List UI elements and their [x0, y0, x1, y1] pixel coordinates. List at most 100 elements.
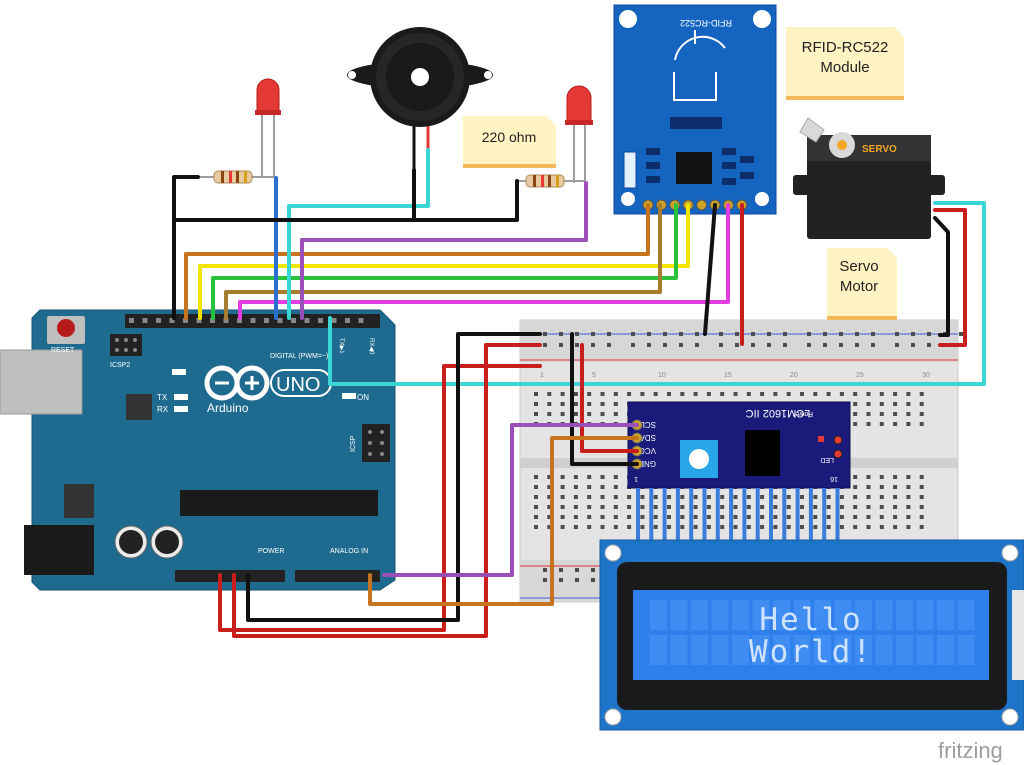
digital-pin: [291, 318, 296, 323]
bb-rail-hole: [559, 343, 563, 347]
analog-label: ANALOG IN: [330, 548, 368, 555]
i2c-backpack-module[interactable]: LCM1602 IIC Power LED SCL SDA VCC GND 1 …: [627, 401, 851, 489]
reset-label: RESET: [51, 347, 75, 354]
bb-hole: [720, 515, 725, 519]
bb-rail-hole: [543, 332, 547, 336]
bb-hole: [693, 505, 698, 509]
bb-hole: [826, 495, 831, 499]
lcd-cell: [916, 600, 934, 630]
digital-pin: [318, 318, 323, 323]
bb-rail-hole: [559, 568, 563, 572]
bb-hole: [680, 505, 685, 509]
bb-hole: [760, 505, 765, 509]
bb-hole: [906, 485, 911, 489]
wire-i2c-sda: [368, 436, 639, 606]
digital-pin: [183, 318, 188, 323]
rx-led-label: RX: [157, 405, 169, 414]
bb-hole: [600, 505, 605, 509]
lcd-cell: [896, 635, 913, 665]
i2c-pin-gnd: GND: [638, 459, 656, 468]
usb-port: [0, 349, 83, 415]
bb-hole: [560, 505, 565, 509]
led-right: [565, 85, 593, 183]
bb-hole: [693, 495, 698, 499]
bb-hole: [906, 475, 911, 479]
bb-hole: [613, 505, 618, 509]
bb-hole: [906, 525, 911, 529]
bb-hole: [680, 392, 685, 396]
bb-hole: [746, 515, 751, 519]
bb-rail-hole: [663, 332, 667, 336]
bb-rail-hole: [807, 343, 811, 347]
bb-hole: [547, 505, 552, 509]
lcd-cell: [670, 635, 688, 665]
bb-rail-hole: [695, 343, 699, 347]
servo-motor[interactable]: SERVO: [793, 117, 945, 239]
bb-hole: [653, 392, 658, 396]
bb-hole: [653, 515, 658, 519]
bb-hole: [906, 515, 911, 519]
bb-hole: [839, 525, 844, 529]
lcd-cell: [814, 635, 831, 665]
rfid-rc522-module[interactable]: RFID-RC522: [613, 4, 777, 215]
icsp-header: [362, 424, 390, 462]
bb-col-1: 1: [540, 372, 544, 379]
bb-hole: [534, 402, 538, 406]
i2c-pin-16-label: 16: [830, 475, 838, 482]
bb-rail-hole: [591, 332, 595, 336]
bb-hole: [786, 525, 791, 529]
bb-hole: [919, 392, 924, 396]
note-resistor: 220 ohm: [463, 116, 556, 168]
bb-rail-hole: [767, 343, 771, 347]
power-jack: [24, 525, 94, 575]
reset-chip: [126, 394, 152, 420]
bb-hole: [839, 515, 844, 519]
bb-hole: [879, 412, 884, 416]
bb-hole: [919, 475, 924, 479]
wire-pin9-rfid: [238, 203, 730, 320]
bb-hole: [893, 475, 898, 479]
bb-hole: [733, 525, 738, 529]
digital-pin: [237, 318, 242, 323]
bb-rail-hole: [823, 343, 827, 347]
digital-label: DIGITAL (PWM=~): [270, 353, 328, 360]
bb-hole: [600, 392, 605, 396]
bb-hole: [893, 485, 898, 489]
bb-hole: [587, 412, 592, 416]
digital-pin: [169, 318, 175, 323]
bb-hole: [826, 515, 831, 519]
bb-hole: [919, 422, 924, 426]
bb-hole: [879, 525, 884, 529]
bb-hole: [560, 515, 565, 519]
wire-pin12-rfid: [198, 203, 690, 320]
bb-rail-hole: [895, 343, 899, 347]
bb-hole: [906, 402, 911, 406]
bb-hole: [879, 515, 884, 519]
bb-hole: [773, 392, 778, 396]
bb-rail-hole: [559, 332, 563, 336]
note-line: Module: [820, 59, 869, 76]
bb-hole: [866, 392, 871, 396]
bb-rail-hole: [855, 343, 859, 347]
lcd-cell: [875, 635, 893, 665]
reset-button[interactable]: [57, 319, 75, 337]
bb-rail-hole: [911, 343, 915, 347]
bb-hole: [853, 485, 858, 489]
bb-hole: [547, 402, 552, 406]
arduino-uno-board: RESET ICSP2 DIGITAL (PWM=~) TX▶1 RX◀0 Ar…: [0, 309, 396, 591]
bb-hole: [627, 505, 632, 509]
bb-hole: [773, 505, 778, 509]
bb-col-10: 10: [658, 372, 666, 379]
note-line: RFID-RC522: [802, 39, 889, 56]
lcd-cell: [670, 600, 688, 630]
bb-hole: [693, 515, 698, 519]
bb-hole: [534, 495, 538, 499]
digital-pin: [264, 318, 269, 323]
bb-hole: [919, 495, 924, 499]
wire-servo-vcc: [933, 208, 967, 347]
bb-hole: [919, 515, 924, 519]
bb-hole: [826, 392, 831, 396]
bb-hole: [534, 485, 538, 489]
